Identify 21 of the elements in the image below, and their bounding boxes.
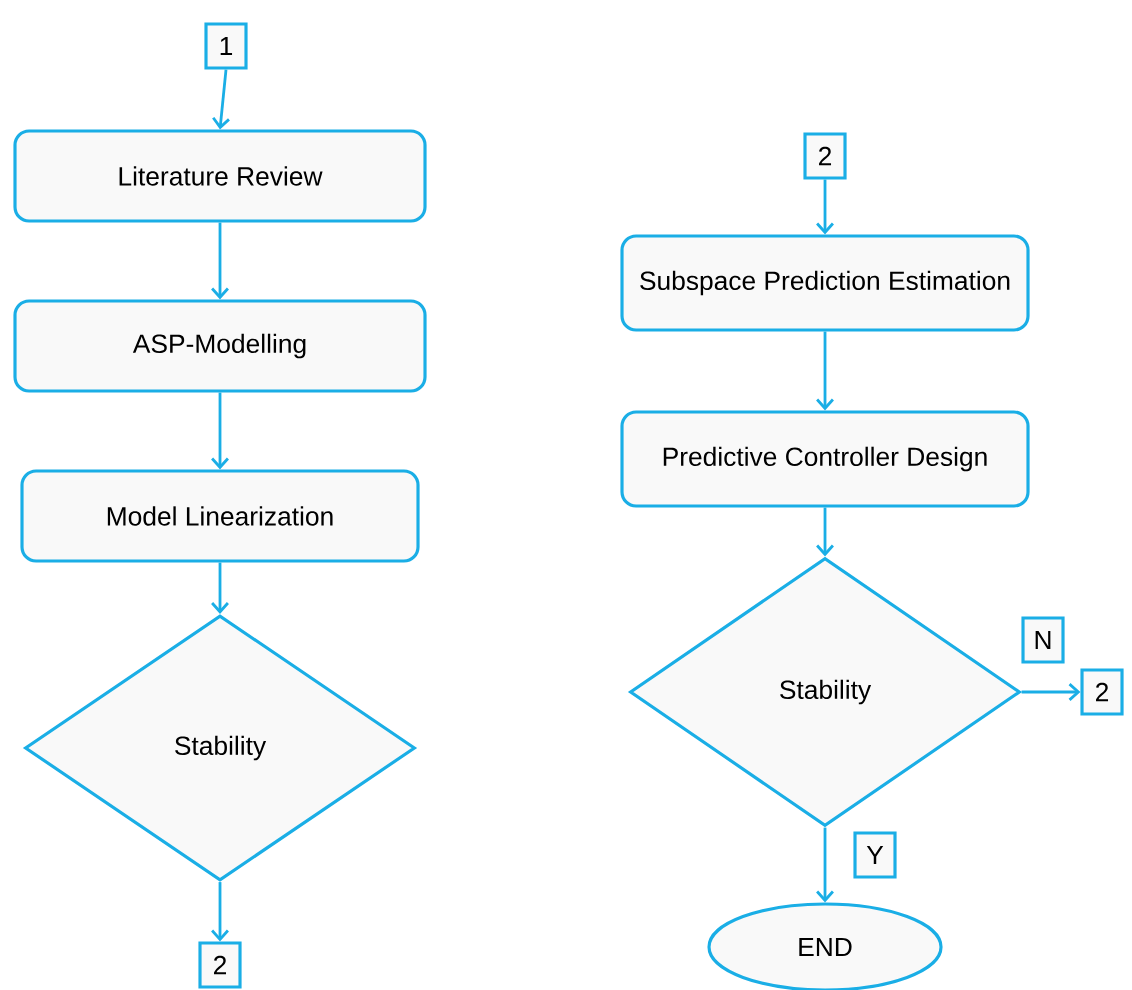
connector-box: Y	[853, 831, 897, 879]
process-box: ASP-Modelling	[13, 299, 427, 393]
process-box: Subspace Prediction Estimation	[620, 234, 1030, 332]
process-box: Literature Review	[13, 129, 427, 223]
arrow	[816, 331, 834, 411]
arrow	[1021, 683, 1081, 701]
arrow	[211, 562, 229, 614]
arrow	[211, 882, 229, 942]
arrow	[211, 222, 229, 300]
arrow	[211, 392, 229, 470]
connector-box: N	[1021, 616, 1065, 664]
arrow	[816, 507, 834, 557]
process-box: Predictive Controller Design	[620, 410, 1030, 508]
arrow	[816, 827, 834, 903]
connector-box: 2	[1080, 668, 1124, 716]
connector-box: 1	[204, 22, 248, 70]
arrow	[816, 179, 834, 235]
arrow	[212, 69, 230, 130]
connector-box: 2	[198, 941, 242, 989]
process-box: Model Linearization	[20, 469, 420, 563]
connector-box: 2	[803, 132, 847, 180]
